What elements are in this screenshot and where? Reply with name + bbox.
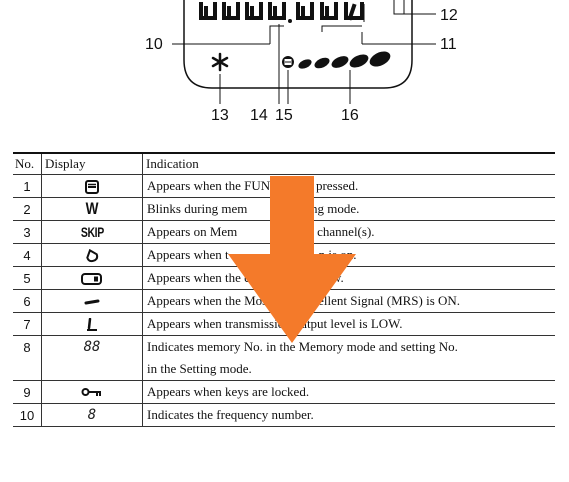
callout-12: 12 — [440, 7, 458, 24]
row-indication: Indicates the frequency number. — [142, 403, 555, 427]
digit-icon: 8 — [87, 407, 97, 423]
row-number: 3 — [13, 220, 42, 244]
table-row: 1 Appears when the FUNC key is pressed. — [13, 174, 555, 198]
header-no: No. — [13, 153, 42, 175]
table-row: 7 Appears when transmission output level… — [13, 312, 555, 336]
table-header-row: No. Display Indication — [13, 153, 555, 175]
row-number: 5 — [13, 266, 42, 290]
two-digit-icon: 88 — [83, 339, 101, 355]
display-indication-table: No. Display Indication 1 Appears when th… — [13, 152, 555, 427]
decimal-dot — [288, 19, 292, 23]
table-row: 6 Appears when the Mosquito Repellent Si… — [13, 289, 555, 313]
asterisk-icon — [211, 52, 229, 72]
callout-14: 14 — [250, 107, 268, 124]
row-number: 9 — [13, 380, 42, 404]
row-number: 10 — [13, 403, 42, 427]
row-number: 1 — [13, 174, 42, 198]
low-power-icon — [87, 318, 97, 331]
row-number: 4 — [13, 243, 42, 267]
callout-13: 13 — [211, 107, 229, 124]
header-display: Display — [41, 153, 143, 175]
battery-icon — [81, 273, 102, 285]
func-icon — [85, 180, 99, 194]
row-number: 6 — [13, 289, 42, 313]
callout-10: 10 — [145, 36, 163, 53]
header-indication: Indication — [142, 153, 555, 175]
callout-11: 11 — [440, 36, 457, 53]
mrs-bar-icon — [84, 299, 100, 305]
row-indication: Appears when transmission output level i… — [142, 312, 555, 336]
callout-16: 16 — [341, 107, 359, 124]
table-row: 9 Appears when keys are locked. — [13, 380, 555, 404]
signal-bars-icon — [298, 51, 391, 69]
lcd-diagram: 10 11 12 13 14 15 16 — [0, 0, 569, 135]
table-row: 8 88 Indicates memory No. in the Memory … — [13, 335, 555, 381]
row-indication: Appears when keys are locked. — [142, 380, 555, 404]
row-indication: Appears when the Mosquito Repellent Sign… — [142, 289, 555, 313]
row-indication: Indicates memory No. in the Memory mode … — [142, 335, 555, 381]
row-indication: Appears when the FUNC key is pressed. — [142, 174, 555, 198]
row-number: 2 — [13, 197, 42, 221]
lcd-digits — [199, 2, 364, 21]
drop-icon — [86, 249, 99, 263]
row-number: 7 — [13, 312, 42, 336]
callout-15: 15 — [275, 107, 293, 124]
key-lock-icon — [81, 388, 101, 397]
skip-icon: SKIP — [80, 223, 104, 240]
table-row: 10 8 Indicates the frequency number. — [13, 403, 555, 427]
w-icon: W — [85, 199, 99, 218]
lcd-display-illustration — [172, 0, 436, 104]
row-number: 8 — [13, 335, 42, 381]
